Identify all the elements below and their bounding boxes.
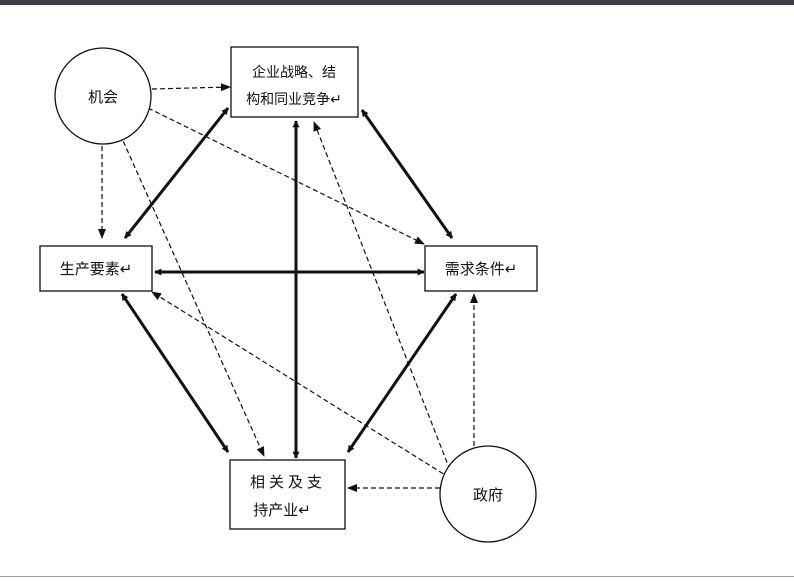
node-strategy-label-2: 构和同业竞争↵ (246, 91, 342, 108)
dashed-arrows (98, 83, 478, 492)
node-government-circle (439, 445, 537, 543)
node-demand-box (424, 245, 538, 292)
arrow-strategy-demand (360, 109, 454, 239)
arrow-chance-demand (147, 107, 425, 245)
arrow-gov-factor (151, 291, 451, 479)
arrow-strategy-factor (123, 107, 230, 239)
arrow-chance-strategy (151, 83, 231, 92)
node-chance-circle (54, 47, 152, 145)
node-related-label-2: 持产业↵ (253, 501, 311, 519)
node-strategy-box (230, 46, 359, 118)
node-related-label-1: 相关及支 (250, 473, 326, 491)
node-strategy-label-1: 企业战略、结 (252, 64, 336, 81)
arrow-factor-related (120, 293, 230, 453)
arrow-chance-related (119, 133, 265, 457)
arrow-demand-related (346, 293, 458, 453)
node-factor-box (39, 245, 153, 292)
node-related-box (229, 459, 346, 530)
bottom-divider (0, 576, 794, 577)
arrow-gov-strategy (313, 121, 451, 471)
node-government-label: 政府 (473, 486, 503, 504)
node-chance-label: 机会 (88, 88, 118, 106)
node-demand-label: 需求条件↵ (445, 260, 518, 278)
top-bar (0, 0, 794, 5)
node-factor-label: 生产要素↵ (60, 260, 133, 278)
solid-arrows (120, 107, 458, 459)
